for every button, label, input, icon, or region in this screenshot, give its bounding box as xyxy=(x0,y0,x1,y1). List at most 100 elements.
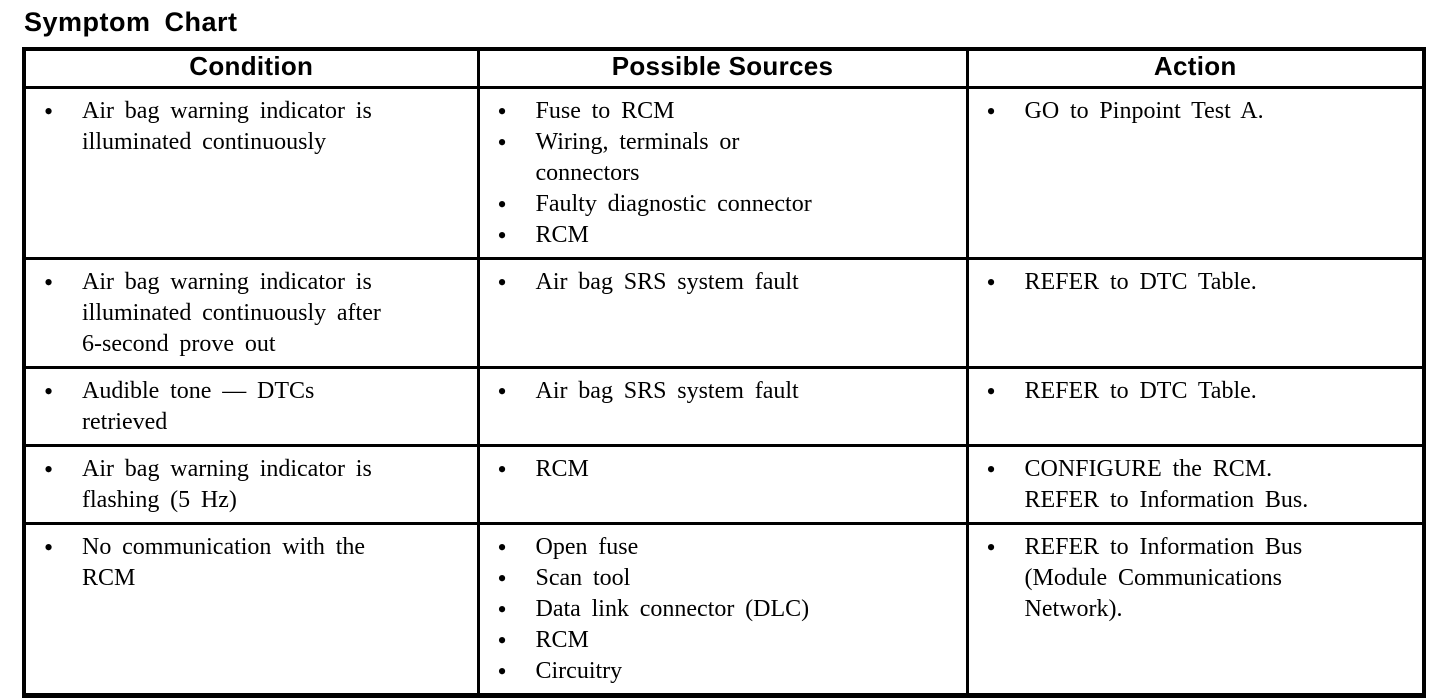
bullet-text: Air bag warning indicator is illuminated… xyxy=(82,269,381,357)
header-condition: Condition xyxy=(22,47,480,89)
cell-action: • REFER to Information Bus (Module Commun… xyxy=(965,522,1426,697)
bullet-list: • Air bag SRS system fault xyxy=(496,376,958,407)
bullet-icon: • xyxy=(497,268,507,297)
bullet-text: REFER to DTC Table. xyxy=(1024,378,1257,404)
bullet-icon: • xyxy=(44,377,54,406)
table-row: • Audible tone — DTCs retrieved • Air bag … xyxy=(22,366,1426,447)
bullet-item: • GO to Pinpoint Test A. xyxy=(985,96,1415,127)
bullet-text: Fuse to RCM xyxy=(535,98,675,124)
bullet-item: • REFER to Information Bus (Module Commun… xyxy=(985,532,1415,625)
bullet-list: • Air bag SRS system fault xyxy=(496,267,958,298)
cell-condition: • Air bag warning indicator is illuminate… xyxy=(22,86,480,260)
bullet-text: CONFIGURE the RCM. REFER to Information … xyxy=(1024,456,1309,513)
cell-condition: • Audible tone — DTCs retrieved xyxy=(22,366,480,447)
bullet-text: Air bag SRS system fault xyxy=(535,378,799,404)
bullet-icon: • xyxy=(497,221,507,250)
bullet-icon: • xyxy=(44,268,54,297)
bullet-item: • Air bag SRS system fault xyxy=(496,267,958,298)
bullet-item: • Audible tone — DTCs retrieved xyxy=(42,376,469,438)
page-title: Symptom Chart xyxy=(24,7,238,37)
bullet-item: • Open fuse xyxy=(496,532,958,563)
bullet-text: RCM xyxy=(535,456,589,482)
bullet-icon: • xyxy=(497,657,507,686)
bullet-text: Wiring, terminals or connectors xyxy=(535,129,740,186)
bullet-list: •RCM xyxy=(496,454,958,485)
bullet-list: • GO to Pinpoint Test A. xyxy=(985,96,1415,127)
table-row: • Air bag warning indicator is illuminate… xyxy=(22,257,1426,369)
symptom-chart-table: Condition Possible Sources Action • Air b… xyxy=(22,47,1426,698)
bullet-icon: • xyxy=(986,455,996,484)
bullet-list: • Air bag warning indicator is illuminate… xyxy=(42,96,469,158)
bullet-list: • No communication with the RCM xyxy=(42,532,469,594)
bullet-icon: • xyxy=(497,97,507,126)
bullet-item: • Fuse to RCM xyxy=(496,96,958,127)
bullet-text: RCM xyxy=(535,222,589,248)
table-row: • Air bag warning indicator is flashing (… xyxy=(22,444,1426,525)
table-row: • No communication with the RCM • Open fus… xyxy=(22,522,1426,697)
bullet-icon: • xyxy=(986,268,996,297)
header-possible-sources: Possible Sources xyxy=(476,47,969,89)
bullet-item: • REFER to DTC Table. xyxy=(985,267,1415,298)
bullet-icon: • xyxy=(44,533,54,562)
bullet-item: • Air bag warning indicator is illuminate… xyxy=(42,267,469,360)
bullet-list: • Fuse to RCM • Wiring, terminals or connec… xyxy=(496,96,958,251)
bullet-icon: • xyxy=(44,97,54,126)
cell-action: • REFER to DTC Table. xyxy=(965,366,1426,447)
cell-action: • GO to Pinpoint Test A. xyxy=(965,86,1426,260)
bullet-item: • Air bag warning indicator is flashing (… xyxy=(42,454,469,516)
cell-condition: • Air bag warning indicator is flashing (… xyxy=(22,444,480,525)
cell-action: • CONFIGURE the RCM. REFER to Information… xyxy=(965,444,1426,525)
bullet-icon: • xyxy=(497,626,507,655)
bullet-icon: • xyxy=(986,97,996,126)
bullet-text: Open fuse xyxy=(535,534,639,560)
bullet-item: • Data link connector (DLC) xyxy=(496,594,958,625)
bullet-list: • REFER to Information Bus (Module Commun… xyxy=(985,532,1415,625)
bullet-item: • CONFIGURE the RCM. REFER to Information… xyxy=(985,454,1415,516)
cell-sources: • Air bag SRS system fault xyxy=(476,257,969,369)
bullet-list: • REFER to DTC Table. xyxy=(985,267,1415,298)
table-row: • Air bag warning indicator is illuminate… xyxy=(22,86,1426,260)
bullet-icon: • xyxy=(986,533,996,562)
bullet-item: • REFER to DTC Table. xyxy=(985,376,1415,407)
bullet-text: Faulty diagnostic connector xyxy=(535,191,812,217)
cell-condition: • Air bag warning indicator is illuminate… xyxy=(22,257,480,369)
bullet-text: RCM xyxy=(535,627,589,653)
bullet-icon: • xyxy=(497,128,507,157)
bullet-icon: • xyxy=(986,377,996,406)
bullet-text: Audible tone — DTCs retrieved xyxy=(82,378,315,435)
bullet-text: Air bag warning indicator is illuminated… xyxy=(82,98,372,155)
bullet-item: • Scan tool xyxy=(496,563,958,594)
cell-sources: • Air bag SRS system fault xyxy=(476,366,969,447)
bullet-icon: • xyxy=(497,564,507,593)
bullet-text: Scan tool xyxy=(535,565,631,591)
bullet-icon: • xyxy=(44,455,54,484)
cell-sources: • Fuse to RCM • Wiring, terminals or connec… xyxy=(476,86,969,260)
bullet-item: • Faulty diagnostic connector xyxy=(496,189,958,220)
bullet-text: Air bag SRS system fault xyxy=(535,269,799,295)
bullet-text: REFER to Information Bus (Module Communi… xyxy=(1024,534,1303,622)
bullet-text: No communication with the RCM xyxy=(82,534,366,591)
bullet-text: REFER to DTC Table. xyxy=(1024,269,1257,295)
bullet-list: • REFER to DTC Table. xyxy=(985,376,1415,407)
bullet-item: •RCM xyxy=(496,454,958,485)
bullet-icon: • xyxy=(497,377,507,406)
bullet-list: • Air bag warning indicator is flashing (… xyxy=(42,454,469,516)
bullet-text: Circuitry xyxy=(535,658,623,684)
bullet-icon: • xyxy=(497,595,507,624)
bullet-text: GO to Pinpoint Test A. xyxy=(1024,98,1264,124)
bullet-item: • No communication with the RCM xyxy=(42,532,469,594)
header-action: Action xyxy=(965,47,1426,89)
bullet-text: Air bag warning indicator is flashing (5… xyxy=(82,456,372,513)
bullet-list: • Audible tone — DTCs retrieved xyxy=(42,376,469,438)
bullet-item: • RCM xyxy=(496,625,958,656)
bullet-list: • Air bag warning indicator is illuminate… xyxy=(42,267,469,360)
bullet-item: • Circuitry xyxy=(496,656,958,687)
header-row: Condition Possible Sources Action xyxy=(22,47,1426,89)
cell-condition: • No communication with the RCM xyxy=(22,522,480,697)
cell-action: • REFER to DTC Table. xyxy=(965,257,1426,369)
cell-sources: •RCM xyxy=(476,444,969,525)
bullet-text: Data link connector (DLC) xyxy=(535,596,810,622)
cell-sources: • Open fuse • Scan tool • Data link connector… xyxy=(476,522,969,697)
bullet-icon: • xyxy=(497,190,507,219)
bullet-icon: • xyxy=(497,533,507,562)
